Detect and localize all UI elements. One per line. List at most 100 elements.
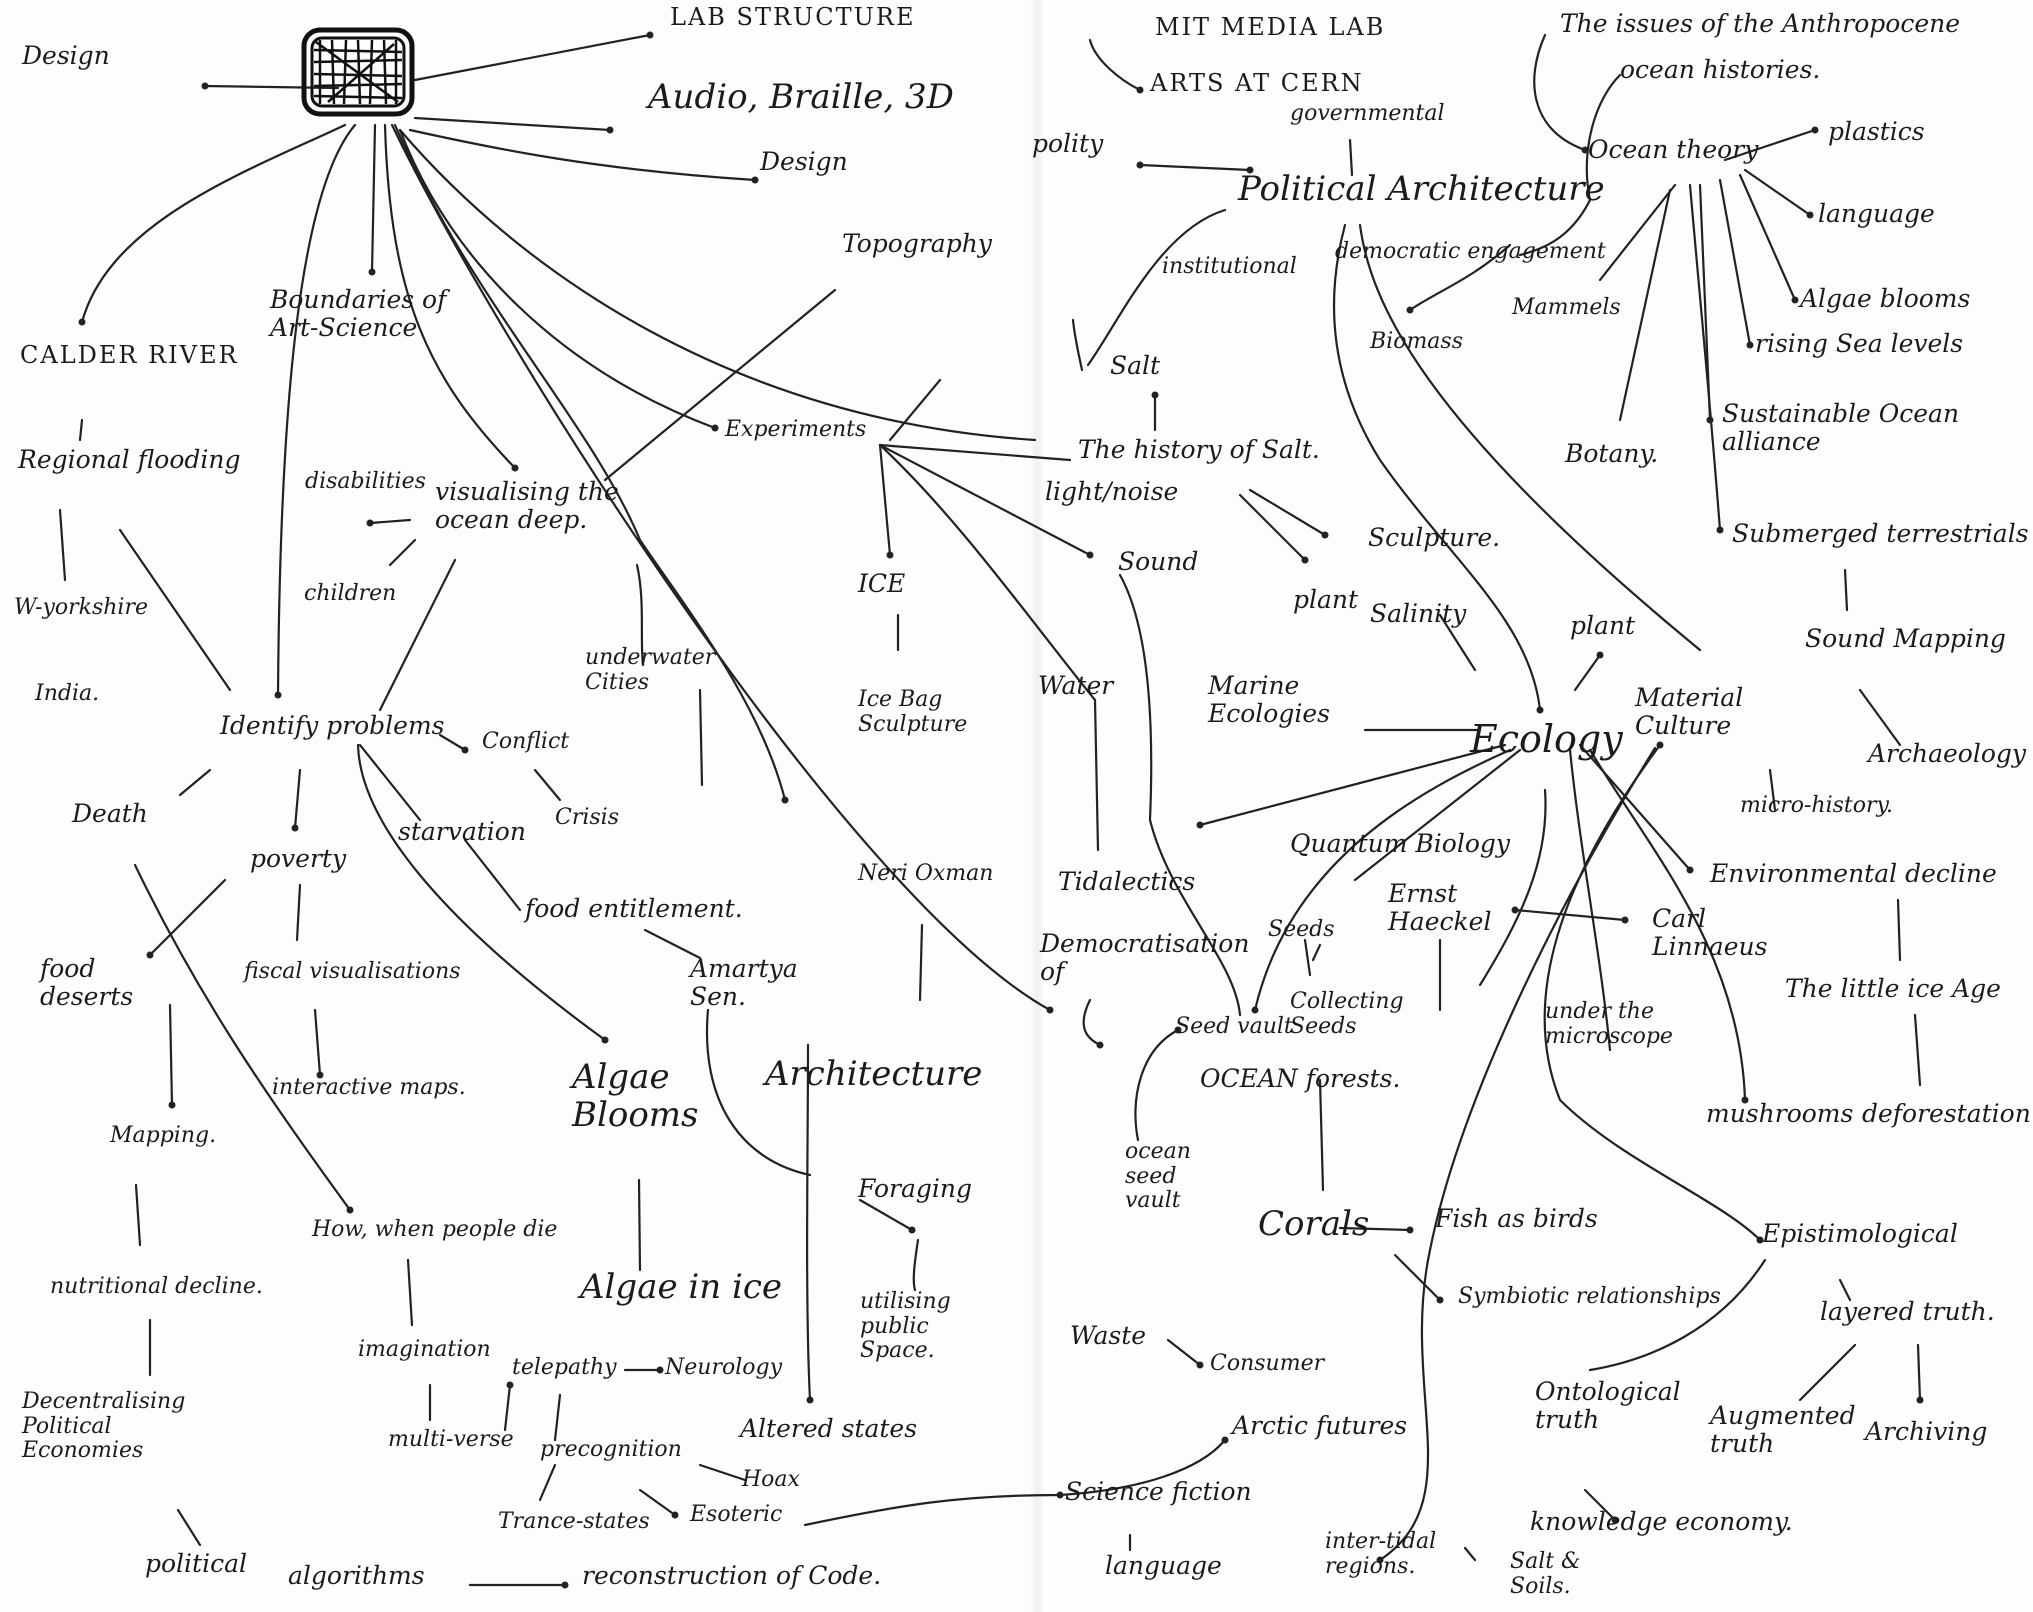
edge-telepathy-multiverse [505,1385,510,1430]
node-neurology: Neurology [665,1356,782,1381]
edge-intertidal-salt [1465,1548,1475,1560]
edge-layered-augmented [1800,1345,1855,1400]
edge-hub-lab-structure [415,35,650,80]
edge-identify-starvation [360,745,420,820]
edge-foraging-utilising [914,1240,918,1290]
edge-iceage-deforestation [1915,1015,1920,1085]
node-epistemological: Epistimological [1762,1220,1958,1248]
node-political-architecture: Political Architecture [1238,170,1605,208]
node-reconstruction: reconstruction of Code. [582,1562,881,1590]
node-how-when: How, when people die [312,1218,557,1243]
node-design-left: Design [22,42,110,70]
edge-fish-symbiotic [1395,1255,1440,1300]
node-ecology: Ecology [1470,718,1623,761]
node-multi-verse: multi-verse [388,1428,514,1453]
node-ice: ICE [858,570,905,598]
edge-ecology-quantum [1355,750,1520,880]
edge-hub-identify [278,125,355,695]
node-carl-linnaeus: Carl Linnaeus [1652,905,1767,961]
node-crisis: Crisis [555,806,619,831]
edge-precognition-trance [540,1465,555,1500]
node-polity: polity [1032,130,1103,158]
node-democratic-engagement: democratic engagement [1335,240,1606,265]
node-inter-tidal: inter-tidal regions. [1325,1530,1436,1579]
node-governmental: governmental [1290,102,1445,127]
edge-cern-line [1073,320,1082,370]
node-fish-as-birds: Fish as birds [1435,1205,1598,1233]
node-ocean-histories: ocean histories. [1620,56,1820,84]
node-algorithms: algorithms [288,1562,425,1590]
node-mapping: Mapping. [110,1124,216,1149]
node-identify-problems: Identify problems [220,712,444,740]
edge-histories-theory [1520,75,1620,255]
node-hoax: Hoax [742,1468,800,1493]
node-biomass: Biomass [1370,330,1463,355]
edge-political-ecology [1334,225,1540,710]
node-mit-media-lab: MIT MEDIA LAB [1155,14,1385,41]
edge-visualising-children [390,540,415,565]
node-language-bottom: language [1105,1552,1222,1580]
edge-theory-algae [1740,175,1795,300]
node-interactive-maps: interactive maps. [272,1076,466,1101]
edge-fooddeserts-mapping [170,1005,172,1105]
node-layered-truth: layered truth. [1820,1298,1995,1326]
edge-epist-ontological [1590,1260,1765,1370]
node-salt: Salt [1110,352,1160,380]
node-trance-states: Trance-states [498,1510,650,1535]
edge-ecology-environmental [1580,745,1690,870]
edge-mit-arts [1090,40,1140,90]
edge-architecture-foraging [860,1200,912,1230]
edge-soundmapping-archaeology [1860,690,1900,745]
edge-seedvault-ocean [1135,1030,1178,1140]
node-sculpture: Sculpture. [1368,524,1500,552]
node-archiving: Archiving [1865,1418,1987,1446]
node-language-right: language [1818,200,1935,228]
edge-poverty-fiscal [297,885,300,940]
node-india: India. [35,682,99,707]
edge-ecology-left [1200,745,1505,825]
node-plastics: plastics [1828,118,1925,146]
edge-decentralising-political [178,1510,200,1545]
node-ice-bag: Ice Bag Sculpture [858,688,967,737]
node-under-microscope: under the microscope [1545,1000,1673,1049]
edge-calder-regional [80,420,82,440]
node-ocean-seed-vault: ocean seed vault [1125,1140,1191,1214]
edge-hub-boundaries [372,125,375,272]
node-esoteric: Esoteric [690,1503,782,1528]
node-regional-flooding: Regional flooding [18,446,241,474]
node-quantum-biology: Quantum Biology [1290,830,1510,858]
node-democratisation: Democratisation of [1040,930,1249,986]
node-audio-braille: Audio, Braille, 3D [648,78,954,116]
node-institutional: institutional [1162,255,1297,280]
node-deforestation: deforestation [1862,1100,2031,1128]
edge-fiscal-interactive [315,1010,320,1075]
edge-material-epistemological [1545,745,1760,1240]
node-poverty: poverty [250,845,346,873]
node-calder-river: CALDER RIVER [20,342,239,369]
node-conflict: Conflict [482,730,569,755]
node-waste: Waste [1070,1322,1146,1350]
node-mushrooms: mushrooms [1706,1100,1853,1128]
node-algae-blooms-right: Algae blooms [1800,285,1970,313]
node-symbiotic: Symbiotic relationships [1458,1285,1721,1310]
edge-environmental-iceage [1898,900,1900,960]
node-neri-oxman: Neri Oxman [858,862,993,887]
node-plant-right: plant [1570,612,1635,640]
edge-material-intertidal [1380,748,1655,1560]
edge-seeds-vault [1313,945,1320,960]
node-seed-vault: Seed vault [1175,1015,1293,1040]
edge-hub-audio [415,118,610,130]
edge-oceanforests-corals [1320,1080,1323,1190]
edge-esoteric-scifi [805,1495,1060,1525]
node-corals: Corals [1258,1205,1369,1243]
node-sound-mapping: Sound Mapping [1805,625,2006,653]
node-submerged: Submerged terrestrials [1732,520,2029,548]
node-salinity: Salinity [1370,600,1466,628]
node-collecting-seeds: Collecting Seeds [1290,990,1404,1039]
node-science-fiction: Science fiction [1065,1478,1252,1506]
node-food-entitlement: food entitlement. [525,895,743,923]
node-disabilities: disabilities [305,470,426,495]
edge-telepathy-precognition [555,1395,560,1440]
